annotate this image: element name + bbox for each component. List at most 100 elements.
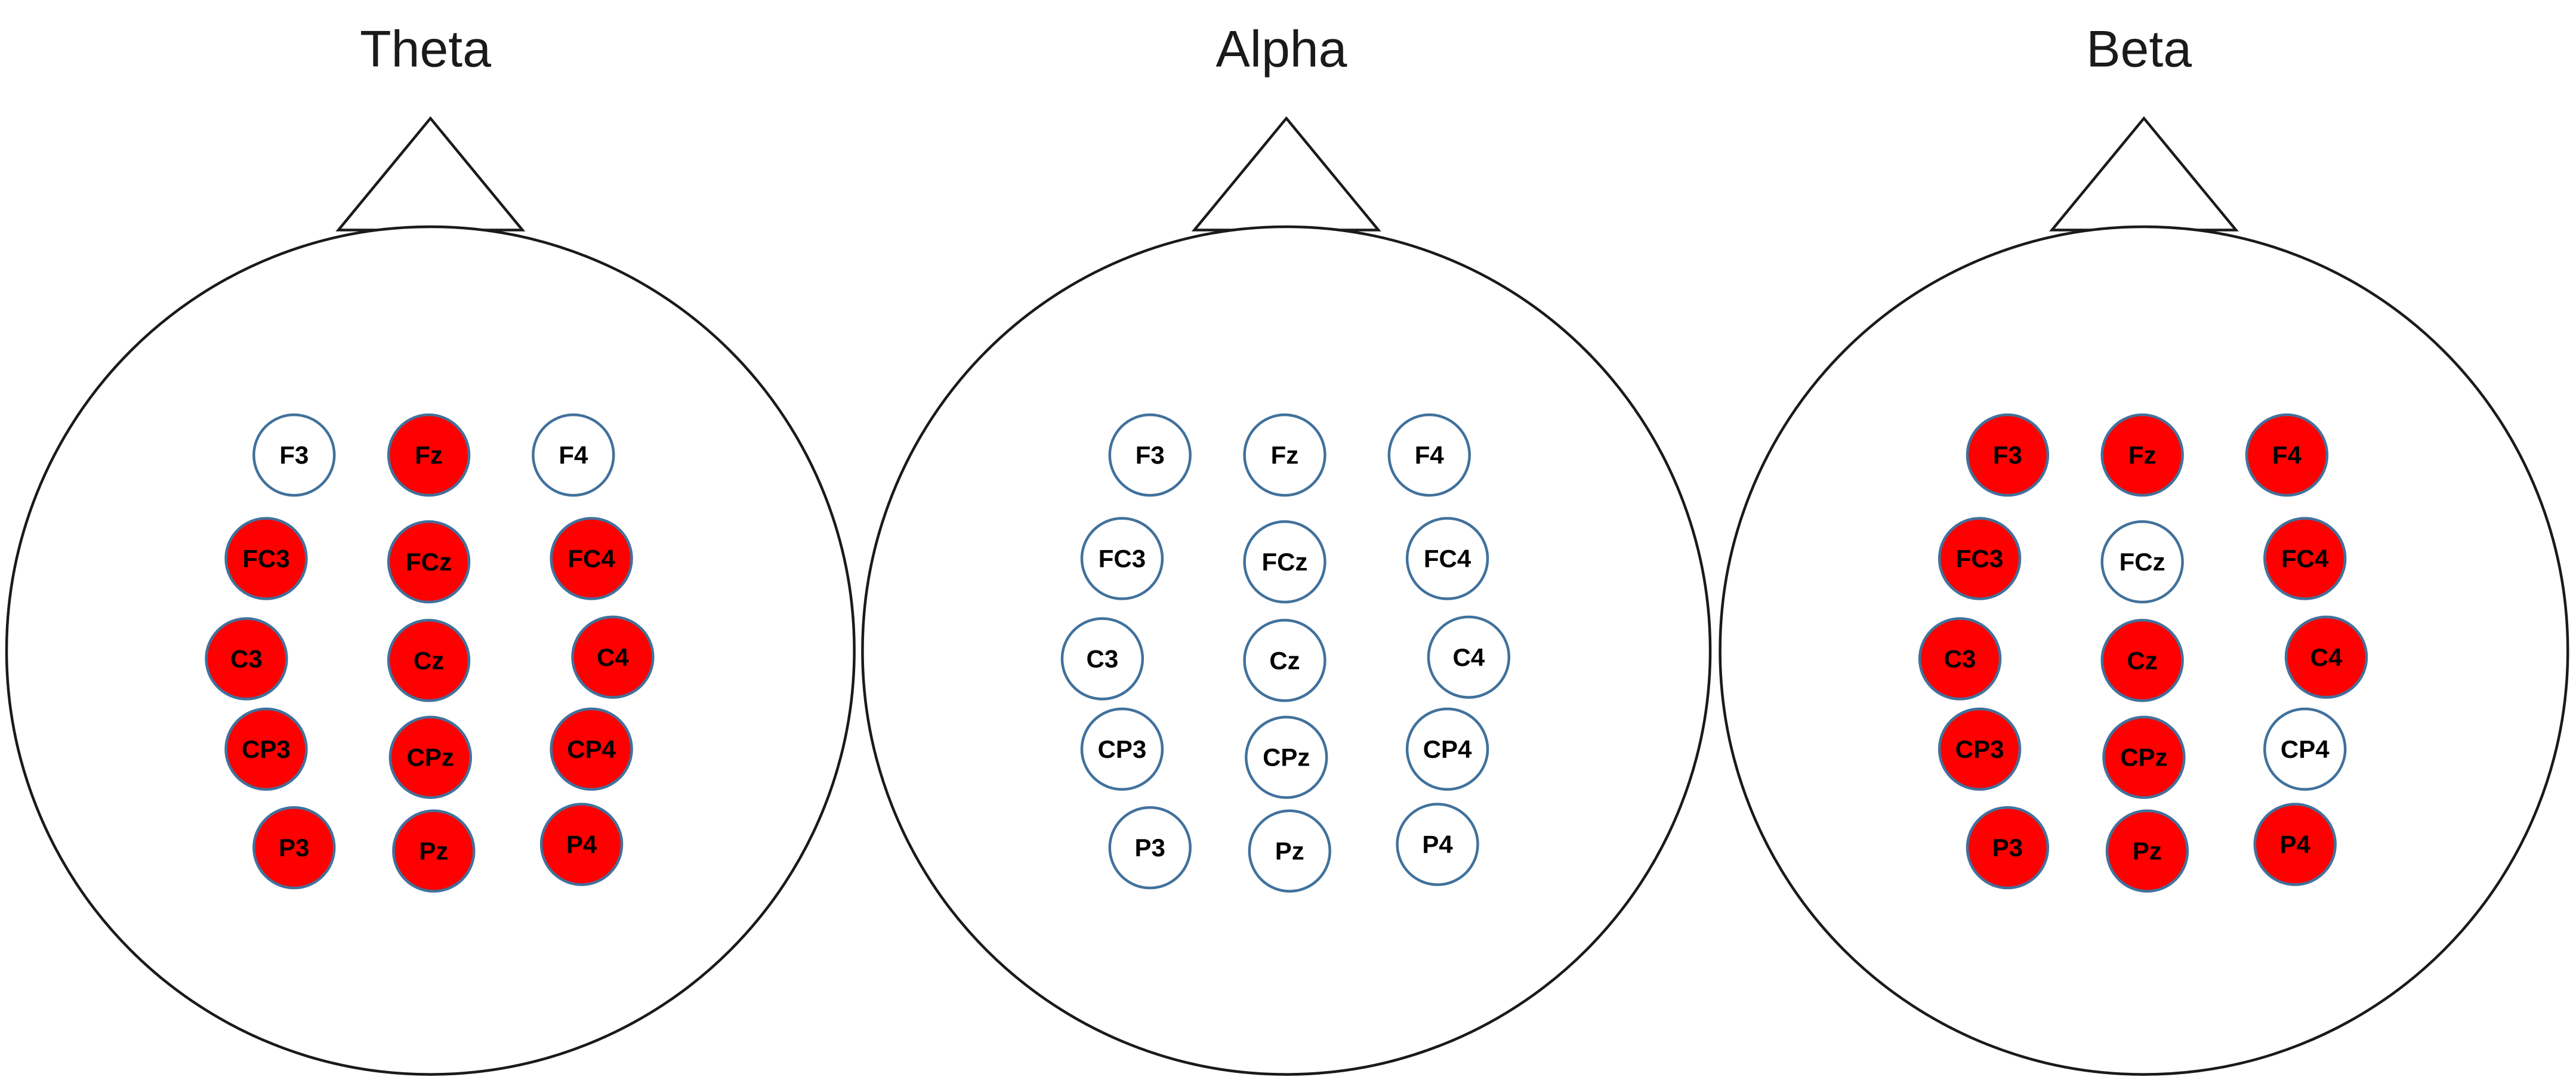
band-title: Beta: [2086, 21, 2192, 78]
electrode-cp4-inactive: [2263, 707, 2347, 791]
electrode-label: FCz: [2120, 548, 2165, 576]
electrode-label: C4: [2310, 643, 2343, 671]
electrode-label: FC4: [2281, 545, 2329, 573]
electrode-cp3-inactive: [1080, 707, 1164, 791]
electrode-cz-active: [387, 619, 471, 702]
electrode-label: F4: [1415, 441, 1445, 469]
electrode-label: FC3: [1099, 545, 1146, 573]
electrode-c3-active: [205, 617, 288, 701]
electrode-label: C4: [1452, 643, 1485, 671]
electrode-p4-active: [539, 803, 624, 886]
electrode-label: CP4: [1423, 735, 1472, 763]
electrode-label: FCz: [1261, 548, 1307, 576]
electrode-label: C3: [1087, 645, 1119, 673]
electrode-f3-inactive: [1108, 413, 1192, 497]
electrode-p3-inactive: [1108, 806, 1192, 890]
electrode-fc3-active: [224, 517, 308, 600]
electrode-label: CPz: [2120, 743, 2167, 772]
electrode-label: C3: [1944, 645, 1976, 673]
nose-marker: [1191, 116, 1381, 232]
electrode-label: F4: [559, 441, 588, 469]
band-title: Theta: [360, 21, 491, 78]
electrode-label: Fz: [415, 441, 443, 469]
electrode-label: P4: [566, 831, 597, 859]
electrode-label: Fz: [2128, 441, 2157, 469]
electrode-fc3-inactive: [1080, 517, 1164, 600]
electrode-label: CPz: [407, 743, 454, 772]
electrode-c3-active: [1918, 617, 2002, 701]
electrode-pz-active: [2105, 809, 2189, 893]
electrode-fc4-active: [2263, 517, 2347, 600]
electrode-label: FC3: [1956, 545, 2003, 573]
electrode-label: C4: [597, 643, 629, 671]
electrode-f3-inactive: [252, 413, 336, 497]
electrode-label: Cz: [1269, 646, 1300, 674]
electrode-pz-inactive: [1248, 809, 1331, 893]
nose-marker: [2049, 116, 2239, 232]
electrode-c4-active: [2284, 615, 2368, 699]
electrode-label: FC3: [242, 545, 289, 573]
electrode-fc4-active: [550, 517, 633, 600]
electrode-cpz-inactive: [1245, 715, 1328, 799]
electrode-f4-active: [2245, 413, 2329, 497]
electrode-label: FC4: [1424, 545, 1471, 573]
electrode-cp3-active: [224, 707, 308, 791]
electrode-label: FC4: [567, 545, 615, 573]
electrode-label: P4: [1422, 831, 1453, 859]
electrode-label: F3: [279, 441, 308, 469]
electrode-label: FCz: [406, 548, 452, 576]
electrode-label: Fz: [1271, 441, 1299, 469]
electrode-label: Cz: [2127, 646, 2157, 674]
electrode-label: Pz: [1275, 837, 1304, 865]
electrode-cz-active: [2100, 619, 2184, 702]
electrode-label: P4: [2280, 831, 2311, 859]
electrode-fc3-active: [1938, 517, 2022, 600]
electrode-label: Cz: [414, 646, 444, 674]
electrode-label: CP3: [1955, 735, 2004, 763]
electrode-label: CP3: [242, 735, 291, 763]
electrode-f4-inactive: [1387, 413, 1471, 497]
electrode-fcz-active: [387, 520, 471, 604]
electrode-pz-active: [392, 809, 476, 893]
electrode-cpz-active: [2102, 715, 2186, 799]
electrode-p4-inactive: [1396, 803, 1479, 886]
electrode-fz-inactive: [1243, 413, 1326, 497]
electrode-label: P3: [1992, 834, 2023, 862]
electrode-fz-active: [2100, 413, 2184, 497]
electrode-label: P3: [279, 834, 309, 862]
electrode-c4-inactive: [1427, 615, 1511, 699]
band-title: Alpha: [1216, 21, 1347, 78]
electrode-label: F3: [1993, 441, 2022, 469]
electrode-label: CP4: [2281, 735, 2330, 763]
electrode-label: Pz: [2133, 837, 2162, 865]
electrode-c3-inactive: [1060, 617, 1144, 701]
electrode-label: C3: [230, 645, 263, 673]
electrode-label: CPz: [1263, 743, 1310, 772]
electrode-f4-inactive: [532, 413, 615, 497]
electrode-label: CP4: [567, 735, 616, 763]
nose-marker: [335, 116, 526, 232]
electrode-fcz-inactive: [2100, 520, 2184, 604]
electrode-fcz-inactive: [1243, 520, 1326, 604]
electrode-label: F3: [1136, 441, 1165, 469]
electrode-cp3-active: [1938, 707, 2022, 791]
electrode-p4-active: [2253, 803, 2337, 886]
electrode-fc4-inactive: [1405, 517, 1489, 600]
electrode-label: CP3: [1098, 735, 1147, 763]
electrode-cp4-inactive: [1405, 707, 1489, 791]
electrode-label: F4: [2272, 441, 2302, 469]
electrode-cp4-active: [550, 707, 633, 791]
electrode-cpz-active: [388, 715, 473, 799]
electrode-cz-inactive: [1243, 619, 1326, 702]
electrode-label: P3: [1135, 834, 1165, 862]
electrode-p3-active: [1966, 806, 2050, 890]
electrode-label: Pz: [419, 837, 448, 865]
electrode-p3-active: [252, 806, 336, 890]
